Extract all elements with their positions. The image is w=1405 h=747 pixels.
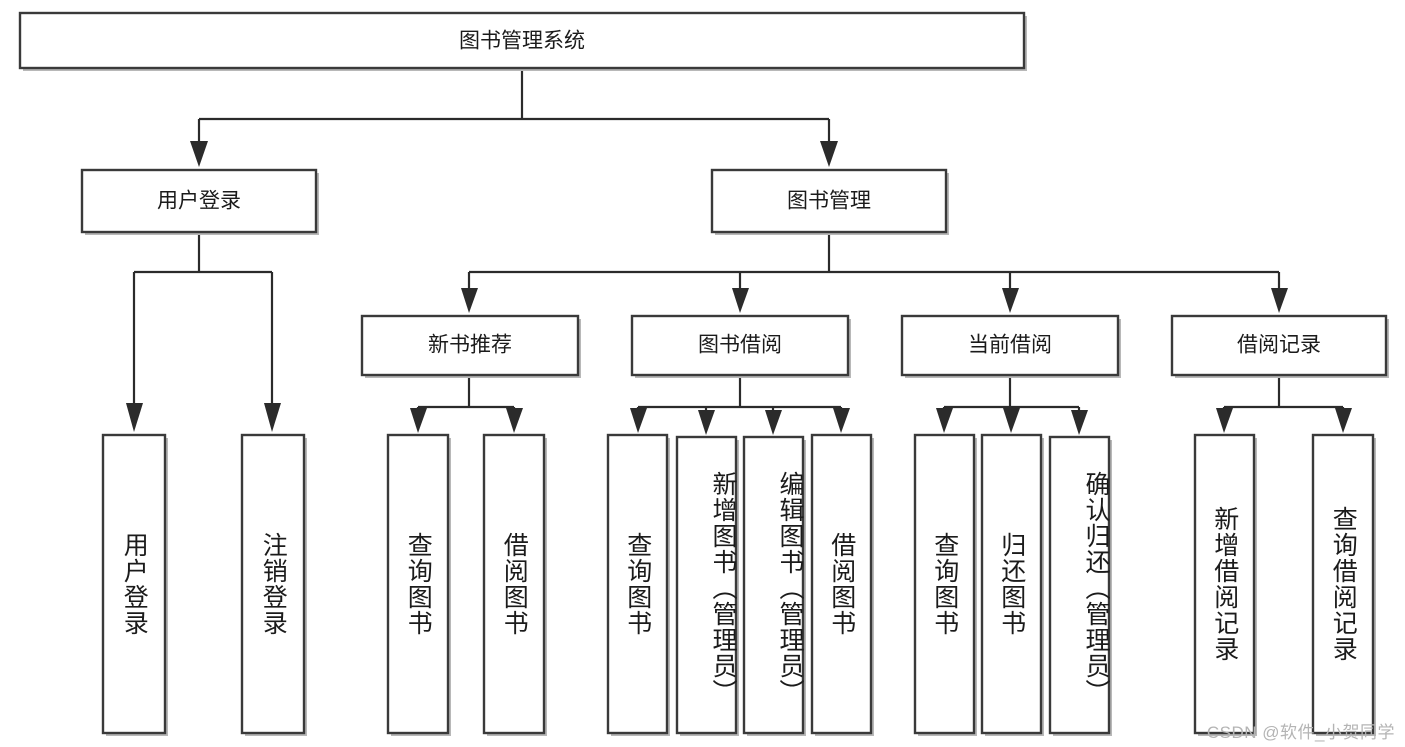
- edges-new-book-rec-to-leaves: [410, 375, 523, 433]
- arrow-to-leaf-query-book-1-icon: [410, 408, 427, 433]
- arrow-to-leaf-user-login-icon: [126, 403, 143, 432]
- node-user-login-label: 用户登录: [157, 190, 241, 213]
- node-leaf-query-book-2[interactable]: [606, 433, 670, 736]
- node-root-label: 图书管理系统: [459, 30, 585, 53]
- node-book-borrow[interactable]: 图书借阅: [630, 314, 851, 378]
- arrow-to-leaf-borrow-book-1-icon: [506, 408, 523, 433]
- arrow-to-book-borrow-icon: [732, 288, 749, 313]
- node-user-login-rect: [80, 168, 318, 234]
- edges-user-login-to-leaves: [126, 232, 281, 432]
- arrow-to-leaf-query-book-2-icon: [630, 408, 647, 433]
- arrow-to-leaf-confirm-return-icon: [1071, 410, 1088, 435]
- node-leaf-user-login[interactable]: [101, 433, 168, 736]
- node-leaf-edit-book[interactable]: [742, 435, 806, 736]
- node-current-borrow[interactable]: 当前借阅: [900, 314, 1121, 378]
- node-borrow-record-rect: [1170, 314, 1388, 377]
- arrow-to-leaf-user-logout-icon: [264, 403, 281, 432]
- arrow-to-book-manage-icon: [820, 141, 838, 167]
- node-root-rect: [18, 11, 1026, 70]
- arrow-to-leaf-borrow-book-2-icon: [833, 408, 850, 433]
- node-root[interactable]: 图书管理系统: [18, 11, 1027, 71]
- node-leaf-confirm-return[interactable]: [1048, 435, 1112, 736]
- node-leaf-query-book-1[interactable]: [386, 433, 451, 736]
- edges-current-borrow-to-leaves: [936, 375, 1088, 435]
- arrow-to-leaf-query-record-icon: [1335, 408, 1352, 433]
- arrow-to-leaf-query-book-3-icon: [936, 408, 953, 433]
- leaf-boxes: [101, 433, 1376, 736]
- node-new-book-rec-rect: [360, 314, 580, 377]
- node-leaf-borrow-book-1[interactable]: [482, 433, 547, 736]
- node-user-login[interactable]: 用户登录: [80, 168, 319, 235]
- node-book-borrow-label: 图书借阅: [698, 334, 782, 357]
- node-book-borrow-rect: [630, 314, 850, 377]
- node-leaf-user-logout[interactable]: [240, 433, 307, 736]
- edges-book-borrow-to-leaves: [630, 375, 850, 435]
- edges-root-to-level2: [190, 68, 838, 167]
- node-book-manage[interactable]: 图书管理: [710, 168, 949, 235]
- node-current-borrow-rect: [900, 314, 1120, 377]
- edges-borrow-record-to-leaves: [1216, 375, 1352, 433]
- node-book-manage-rect: [710, 168, 948, 234]
- node-new-book-rec-label: 新书推荐: [428, 334, 512, 357]
- edges-book-manage-to-level3: [461, 232, 1288, 313]
- arrow-to-new-book-rec-icon: [461, 288, 478, 313]
- arrow-to-user-login-icon: [190, 141, 208, 167]
- arrow-to-current-borrow-icon: [1002, 288, 1019, 313]
- arrow-to-leaf-return-book-icon: [1003, 408, 1020, 433]
- arrow-to-leaf-edit-book-icon: [765, 410, 782, 435]
- node-borrow-record-label: 借阅记录: [1237, 334, 1321, 357]
- node-leaf-query-book-3[interactable]: [913, 433, 977, 736]
- node-current-borrow-label: 当前借阅: [968, 334, 1052, 357]
- arrow-to-leaf-add-book-icon: [698, 410, 715, 435]
- node-borrow-record[interactable]: 借阅记录: [1170, 314, 1389, 378]
- csdn-watermark: CSDN @软件_小贺同学: [1206, 723, 1395, 742]
- node-leaf-return-book[interactable]: [980, 433, 1044, 736]
- node-new-book-rec[interactable]: 新书推荐: [360, 314, 581, 378]
- arrow-to-leaf-add-record-icon: [1216, 408, 1233, 433]
- arrow-to-borrow-record-icon: [1271, 288, 1288, 313]
- node-leaf-add-record[interactable]: [1193, 433, 1257, 736]
- node-leaf-add-book[interactable]: [675, 435, 739, 736]
- node-leaf-borrow-book-2[interactable]: [810, 433, 874, 736]
- node-leaf-query-record[interactable]: [1311, 433, 1376, 736]
- node-book-manage-label: 图书管理: [787, 190, 871, 213]
